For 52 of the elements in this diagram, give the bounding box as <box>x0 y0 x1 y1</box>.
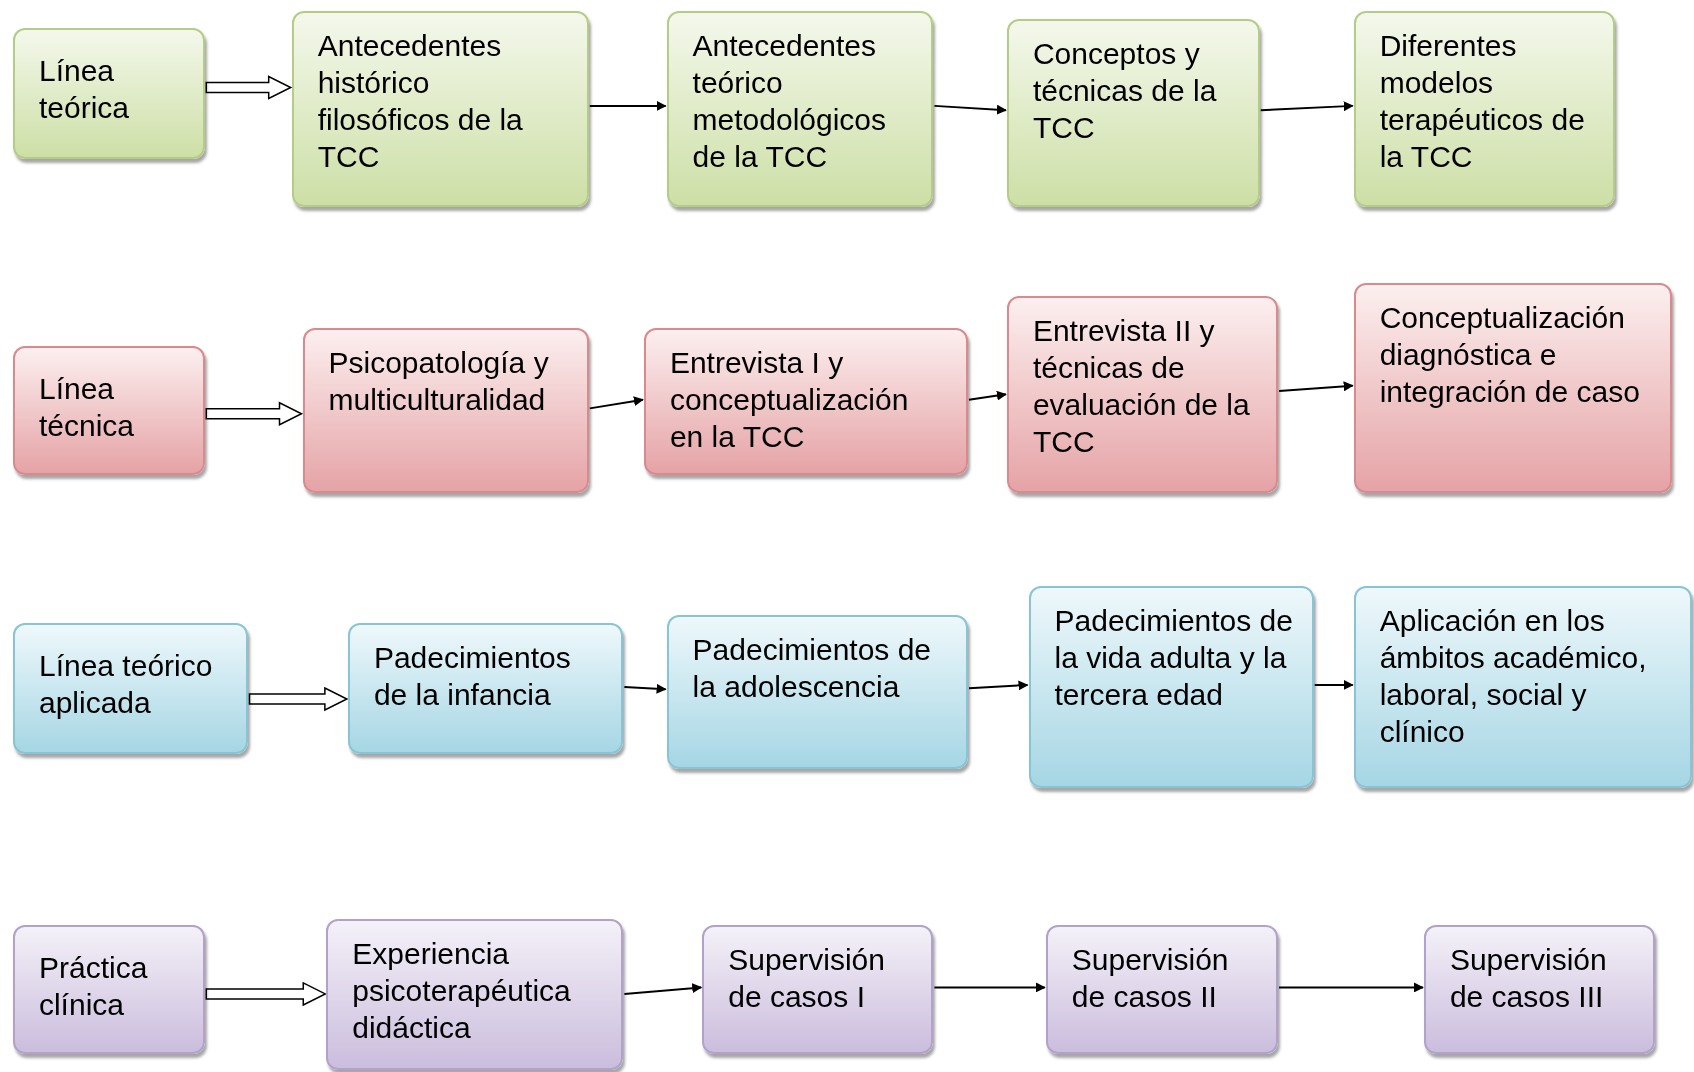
box-text: Antecedentes teórico metodológicos de la TCC <box>692 27 888 175</box>
block-arrow <box>205 75 293 100</box>
box-text: Línea teórico aplicada <box>38 648 214 722</box>
arrow <box>588 100 667 111</box>
course-box <box>643 328 968 476</box>
course-box <box>302 328 589 493</box>
box-text: Línea teórica <box>38 53 130 127</box>
arrow <box>1278 982 1424 993</box>
box-text: Supervisión de casos I <box>728 941 886 1015</box>
course-box <box>291 10 589 208</box>
course-box <box>1006 296 1279 493</box>
course-box <box>347 623 624 755</box>
box-text: Psicopatología y multiculturalidad <box>328 345 550 419</box>
arrow <box>1313 679 1354 690</box>
arrow <box>968 390 1007 401</box>
box-text: Entrevista II y técnicas de evaluación de la TCC <box>1032 313 1251 460</box>
block-arrow <box>205 401 304 426</box>
course-box <box>666 614 968 770</box>
arrow <box>933 104 1007 115</box>
course-box <box>1028 585 1314 788</box>
course-box <box>1045 924 1279 1055</box>
arrow <box>968 680 1029 691</box>
box-text: Padecimientos de la adolescencia <box>692 631 933 705</box>
box-text: Antecedentes histórico filosóficos de la TCC <box>317 27 524 175</box>
arrow <box>623 683 667 694</box>
box-text: Aplicación en los ámbitos académico, laboral, social y clínico <box>1379 602 1648 750</box>
box-text: Padecimientos de la infancia <box>373 640 572 714</box>
course-box <box>702 924 934 1055</box>
course-box <box>326 919 624 1070</box>
box-text: Entrevista I y conceptualización en la TCC <box>669 345 910 456</box>
course-box <box>1353 283 1673 493</box>
course-box <box>1353 585 1692 788</box>
arrow <box>933 982 1046 993</box>
box-text: Supervisión de casos III <box>1449 941 1608 1015</box>
box-text: Conceptos y técnicas de la TCC <box>1032 36 1218 147</box>
arrow <box>1259 101 1354 112</box>
block-arrow <box>248 686 349 712</box>
box-text: Línea técnica <box>38 370 135 444</box>
box-text: Experiencia psicoterapéutica didáctica <box>352 936 572 1047</box>
box-text: Supervisión de casos II <box>1071 941 1230 1015</box>
course-box <box>1006 19 1260 208</box>
arrow <box>1278 381 1354 393</box>
course-box <box>1353 10 1616 208</box>
arrow <box>623 983 703 995</box>
arrow <box>588 396 644 410</box>
block-arrow <box>205 981 327 1007</box>
box-text: Práctica clínica <box>38 949 149 1023</box>
box-text: Conceptualización diagnóstica e integración de caso <box>1379 300 1641 411</box>
box-text: Padecimientos de la vida adulta y la tercera edad <box>1054 602 1294 713</box>
course-box <box>666 10 934 208</box>
course-box <box>1423 924 1656 1055</box>
box-text: Diferentes modelos terapéuticos de la TCC <box>1379 27 1586 175</box>
